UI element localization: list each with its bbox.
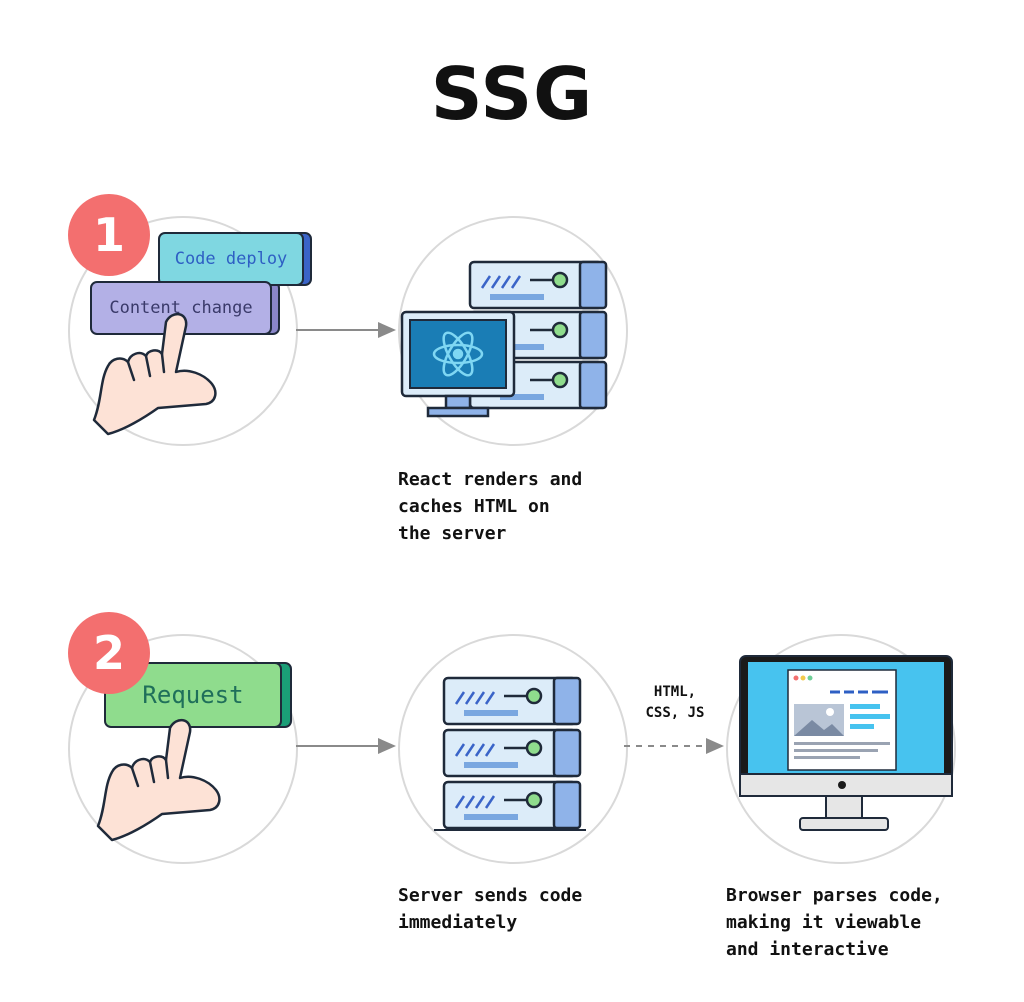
desktop-monitor-icon — [739, 655, 953, 831]
server-caption-2: Server sends code immediately — [398, 885, 583, 933]
hand-pointer-icon — [92, 313, 217, 436]
step-badge-2: 2 — [68, 612, 150, 694]
transfer-label: HTML, CSS, JS — [645, 684, 705, 721]
flow-arrow-2 — [296, 738, 396, 754]
browser-caption: Browser parses code, making it viewable … — [726, 885, 943, 960]
server-stack-icon — [434, 676, 586, 831]
server-caption-1: React renders and caches HTML on the ser… — [398, 469, 583, 544]
hand-pointer-icon — [96, 719, 221, 842]
server-stack-icon — [400, 260, 608, 418]
flow-arrow-1 — [296, 322, 396, 338]
react-logo-icon — [432, 331, 484, 377]
code-deploy-pill: Code deploy — [158, 232, 304, 286]
step-badge-1: 1 — [68, 194, 150, 276]
transfer-arrow — [624, 738, 724, 754]
diagram-title: SSG — [430, 52, 594, 136]
image-placeholder-icon — [794, 704, 844, 736]
